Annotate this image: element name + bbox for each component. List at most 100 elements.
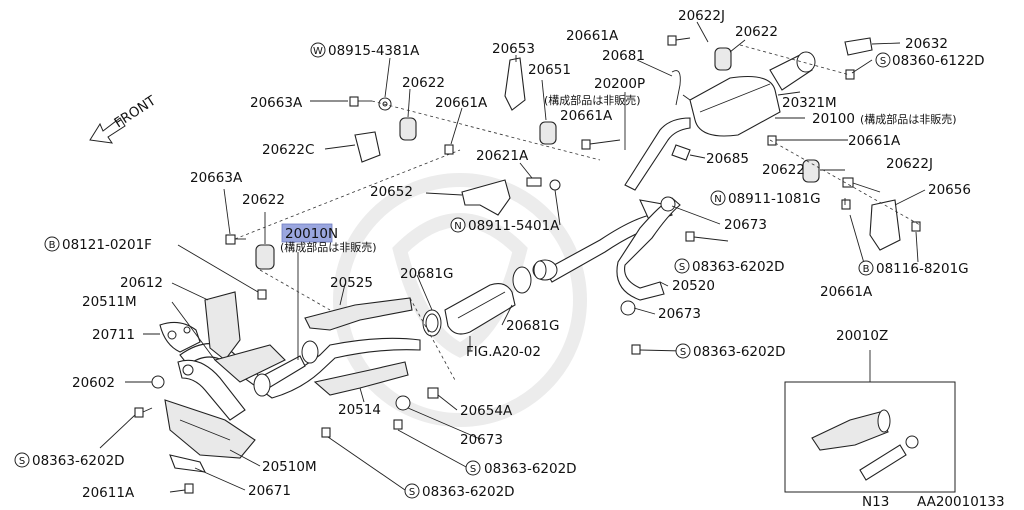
rubber-mount-20622-right xyxy=(802,159,820,183)
highlight-20010N xyxy=(281,223,333,243)
label-20673: 20673 xyxy=(658,306,701,322)
bolt-20661A-top xyxy=(667,35,677,46)
prefix-letter: S xyxy=(470,464,476,475)
label-20511M: 20511M xyxy=(82,294,137,310)
label-20661A: 20661A xyxy=(566,28,619,44)
label-20661A: 20661A xyxy=(848,133,901,149)
bolt-20611A xyxy=(184,483,194,494)
prefix-letter: S xyxy=(679,262,685,273)
bolt-08363-right xyxy=(631,344,641,355)
heat-shield-20511M xyxy=(213,344,286,383)
prefix-letter: S xyxy=(680,347,686,358)
label-08116-8201G: 08116-8201G xyxy=(876,261,969,277)
note-not-sold-20200P: (構成部品は非販売) xyxy=(544,93,641,107)
label-20673: 20673 xyxy=(724,217,767,233)
bracket-20671 xyxy=(169,454,206,473)
note-not-sold-20010N: (構成部品は非販売) xyxy=(280,240,377,254)
footer-diagram-code: AA20010133 xyxy=(917,494,1005,510)
label-fig-reference: FIG.A20-02 xyxy=(466,344,541,360)
dashed-alignment-lines xyxy=(234,44,921,381)
label-20514: 20514 xyxy=(338,402,381,418)
label-20685: 20685 xyxy=(706,151,749,167)
muffler-20100 xyxy=(689,75,781,137)
bolt-20661A-right-low xyxy=(841,199,851,210)
bolt-08363-left xyxy=(134,407,153,418)
bolt-20661A-center xyxy=(581,139,591,150)
label-08363-6202D: 08363-6202D xyxy=(693,344,786,360)
front-label: FRONT xyxy=(111,92,159,131)
nut-20621A xyxy=(526,177,542,187)
footer-page-code: N13 xyxy=(862,494,889,510)
prefix-letter: B xyxy=(49,240,56,251)
prefix-S-08363-b: S xyxy=(675,343,691,359)
label-20622J: 20622J xyxy=(678,8,725,24)
label-20510M: 20510M xyxy=(262,459,317,475)
label-20100: 20100 xyxy=(812,111,855,127)
label-20663A: 20663A xyxy=(190,170,243,186)
label-20681: 20681 xyxy=(602,48,645,64)
label-20622: 20622 xyxy=(762,162,805,178)
leader-lines xyxy=(99,21,926,493)
front-arrow-icon xyxy=(89,117,126,144)
bolt-08363-center-2 xyxy=(393,419,403,430)
label-20651: 20651 xyxy=(528,62,571,78)
bracket-20622C xyxy=(354,131,381,163)
prefix-letter: W xyxy=(313,46,323,57)
label-20621A: 20621A xyxy=(476,148,529,164)
label-20602: 20602 xyxy=(72,375,115,391)
rubber-mount-20622-left xyxy=(255,244,275,270)
bracket-20656 xyxy=(869,199,901,251)
bolt-08363-right-2 xyxy=(685,231,695,242)
label-08363-6202D: 08363-6202D xyxy=(422,484,515,500)
prefix-B-08116: B xyxy=(858,260,874,276)
label-08911-5401A: 08911-5401A xyxy=(468,218,560,234)
label-08911-1081G: 08911-1081G xyxy=(728,191,821,207)
tail-pipe-20321M xyxy=(769,51,816,91)
prefix-letter: N xyxy=(454,221,461,232)
label-20661A: 20661A xyxy=(560,108,613,124)
clamp-20685 xyxy=(671,144,691,161)
label-08363-6202D: 08363-6202D xyxy=(484,461,577,477)
prefix-letter: B xyxy=(863,264,870,275)
prefix-letter: S xyxy=(880,56,886,67)
gasket-20681G-a xyxy=(425,313,439,333)
prefix-S-08363-d: S xyxy=(14,452,30,468)
label-20622: 20622 xyxy=(735,24,778,40)
heat-shield-20612 xyxy=(204,291,241,361)
label-20525: 20525 xyxy=(330,275,373,291)
prefix-letter: S xyxy=(409,487,415,498)
nut-08911-5401A xyxy=(549,179,561,191)
nut-20602 xyxy=(151,375,165,389)
under-cover-20510M xyxy=(164,399,256,459)
label-20612: 20612 xyxy=(120,275,163,291)
label-20661A: 20661A xyxy=(820,284,873,300)
exhaust-manifold-20711 xyxy=(159,321,246,421)
label-20652: 20652 xyxy=(370,184,413,200)
bracket-20652 xyxy=(461,179,511,216)
label-20663A: 20663A xyxy=(250,95,303,111)
rubber-mount-20622-top xyxy=(714,47,732,71)
sensor-20681 xyxy=(671,70,681,106)
label-20653: 20653 xyxy=(492,41,535,57)
prefix-S-08363-e: S xyxy=(404,483,420,499)
heat-shield-20514 xyxy=(313,361,409,396)
prefix-W-08915: W xyxy=(310,42,326,58)
bolt-20661A-right xyxy=(767,135,777,146)
prefix-N-08911-5401A: N xyxy=(450,217,466,233)
label-20632: 20632 xyxy=(905,36,948,52)
bracket-20653 xyxy=(504,57,526,111)
label-08915-4381A: 08915-4381A xyxy=(328,43,420,59)
bolt-08360 xyxy=(845,69,855,80)
kit-box-20010Z xyxy=(784,350,956,493)
rubber-mount-20622-a xyxy=(399,117,417,141)
label-08121-0201F: 08121-0201F xyxy=(62,237,152,253)
bolt-20663A-left xyxy=(225,234,246,245)
label-20671: 20671 xyxy=(248,483,291,499)
label-20321M: 20321M xyxy=(782,95,837,111)
note-not-sold-20100: (構成部品は非販売) xyxy=(860,112,957,126)
label-20611A: 20611A xyxy=(82,485,135,501)
label-20673: 20673 xyxy=(460,432,503,448)
clamp-20673-b xyxy=(620,300,636,316)
